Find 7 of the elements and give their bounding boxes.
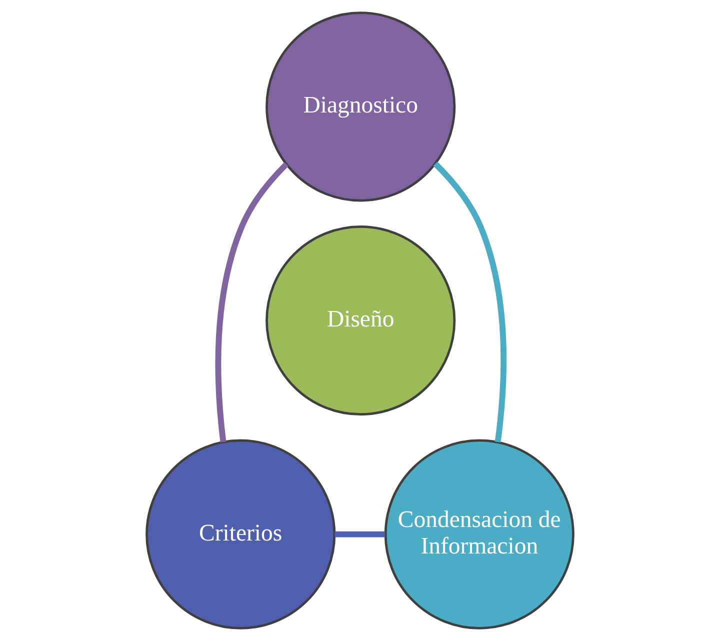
node-circle: Diseño [265, 225, 456, 416]
connector [432, 162, 506, 442]
connector [334, 531, 385, 538]
node-circle: Diagnostico [265, 12, 456, 202]
connector [214, 162, 288, 442]
node-circle: Criterios [145, 439, 336, 630]
node-circle: Condensacion de Informacion [384, 439, 574, 630]
